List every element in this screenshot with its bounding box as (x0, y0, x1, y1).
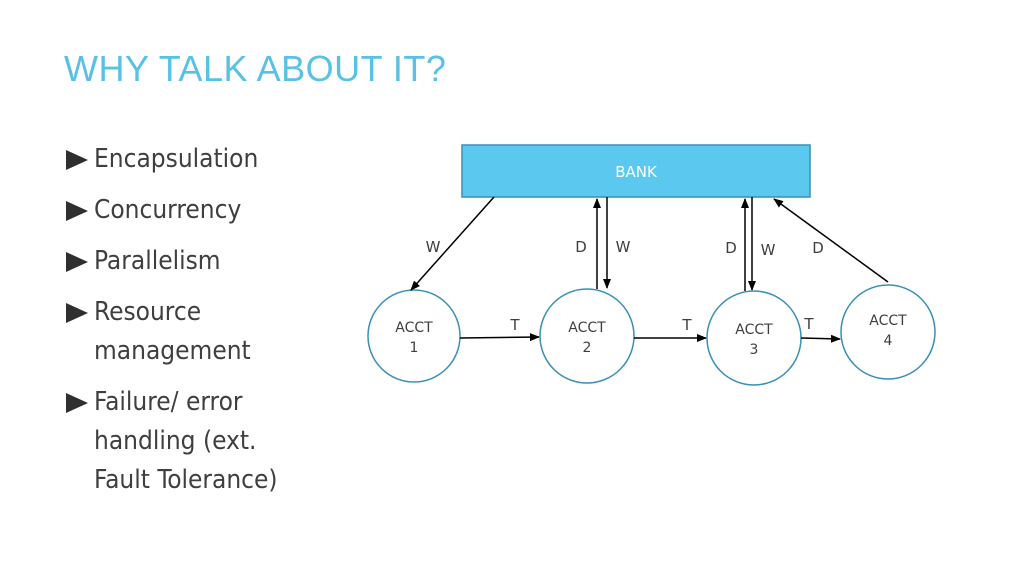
bullet-arrow-icon (66, 150, 88, 170)
arrow-acct4-to-bank (773, 198, 889, 283)
edge-label-d-acct2: D (575, 238, 587, 256)
account-3-label: ACCT (735, 322, 773, 338)
bullet-list: Encapsulation Concurrency Parallelism Re… (66, 140, 316, 512)
bullet-arrow-icon (66, 252, 88, 272)
account-3-number: 3 (750, 342, 759, 358)
edge-label-w-acct3: W (761, 241, 776, 259)
account-node-4 (840, 284, 936, 380)
account-node-2 (539, 288, 635, 384)
bullet-arrow-icon (66, 393, 88, 413)
arrow-acct1-to-acct2 (459, 333, 540, 342)
edge-label-t-1-2: T (509, 316, 520, 334)
account-1-label: ACCT (395, 320, 433, 336)
edge-label-d-acct4: D (812, 239, 824, 257)
edge-label-d-acct3: D (725, 239, 737, 257)
account-node-3 (706, 290, 802, 386)
edge-label-w-acct1: W (426, 238, 441, 256)
account-node-1 (367, 289, 461, 383)
bullet-failure-handling: Failure/ error handling (ext. Fault Tole… (66, 383, 316, 500)
bank-box (461, 144, 811, 198)
bullet-concurrency: Concurrency (66, 191, 316, 230)
bullet-resource-management: Resource management (66, 293, 316, 371)
account-1-number: 1 (410, 340, 419, 356)
bullet-encapsulation: Encapsulation (66, 140, 316, 179)
bullet-arrow-icon (66, 303, 88, 323)
edge-label-w-acct2: W (616, 238, 631, 256)
account-2-label: ACCT (568, 320, 606, 336)
account-4-number: 4 (884, 333, 893, 349)
edge-label-t-2-3: T (681, 316, 692, 334)
arrow-bank-to-acct1 (410, 196, 495, 291)
account-2-number: 2 (583, 340, 592, 356)
slide-title: WHY TALK ABOUT IT? (64, 48, 447, 89)
account-4-label: ACCT (869, 313, 907, 329)
bullet-parallelism: Parallelism (66, 242, 316, 281)
bank-label: BANK (615, 163, 658, 181)
edge-label-t-3-4: T (803, 315, 814, 333)
bullet-arrow-icon (66, 201, 88, 221)
arrow-acct3-to-acct4 (800, 334, 841, 343)
